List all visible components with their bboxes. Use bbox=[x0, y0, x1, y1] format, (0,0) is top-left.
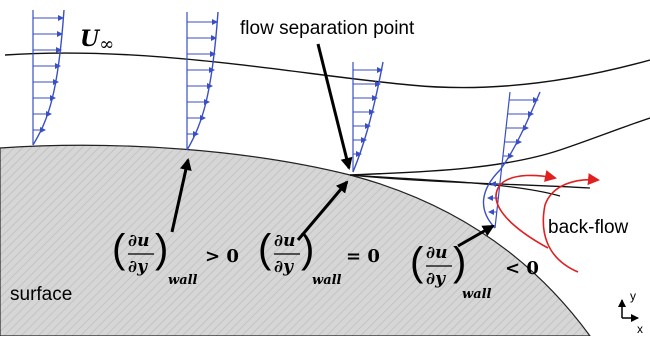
svg-text:): ) bbox=[155, 227, 168, 271]
pointer-negative-gradient bbox=[457, 224, 495, 248]
pointer-separation-label bbox=[316, 43, 353, 170]
surface-label: surface bbox=[10, 284, 72, 305]
svg-text:): ) bbox=[453, 240, 466, 284]
svg-text:wall: wall bbox=[312, 273, 342, 288]
svg-text:> 0: > 0 bbox=[205, 246, 239, 267]
svg-text:(: ( bbox=[410, 240, 424, 284]
svg-text:∂u: ∂u bbox=[274, 231, 295, 251]
svg-text:): ) bbox=[301, 227, 314, 271]
svg-text:< 0: < 0 bbox=[505, 258, 539, 279]
velocity-profile-2 bbox=[186, 11, 219, 151]
pointer-zero-gradient bbox=[296, 180, 349, 241]
svg-text:∂y: ∂y bbox=[274, 257, 294, 277]
streamline-middle bbox=[349, 117, 650, 176]
pointer-positive-gradient bbox=[170, 158, 192, 233]
gradient-expression-zero: ( ∂u ∂y ) wall = 0 bbox=[258, 227, 380, 288]
svg-text:wall: wall bbox=[168, 273, 198, 288]
svg-text:wall: wall bbox=[462, 287, 492, 302]
svg-text:(: ( bbox=[112, 227, 126, 271]
axes-indicator: y x bbox=[618, 289, 643, 336]
svg-text:∂y: ∂y bbox=[128, 257, 148, 277]
svg-text:= 0: = 0 bbox=[346, 246, 380, 267]
flow-separation-label: flow separation point bbox=[240, 18, 415, 39]
svg-text:∂u: ∂u bbox=[426, 243, 447, 263]
svg-text:∂y: ∂y bbox=[426, 269, 446, 289]
gradient-expression-positive: ( ∂u ∂y ) wall > 0 bbox=[112, 227, 239, 288]
backflow-arrow-2 bbox=[542, 173, 600, 273]
axis-y-label: y bbox=[630, 289, 636, 303]
streamline-top bbox=[4, 52, 650, 89]
free-stream-velocity-label: U∞ bbox=[80, 26, 114, 55]
velocity-profile-4 bbox=[482, 91, 541, 229]
velocity-profile-1 bbox=[32, 9, 65, 146]
streamline-separated bbox=[349, 174, 591, 189]
svg-text:∂u: ∂u bbox=[128, 231, 149, 251]
velocity-profile-3 bbox=[352, 61, 384, 173]
gradient-expression-negative: ( ∂u ∂y ) wall < 0 bbox=[410, 240, 539, 302]
backflow-arrow-1 bbox=[495, 170, 557, 249]
axis-x-label: x bbox=[637, 322, 643, 336]
svg-text:(: ( bbox=[258, 227, 272, 271]
back-flow-label: back-flow bbox=[548, 217, 629, 238]
